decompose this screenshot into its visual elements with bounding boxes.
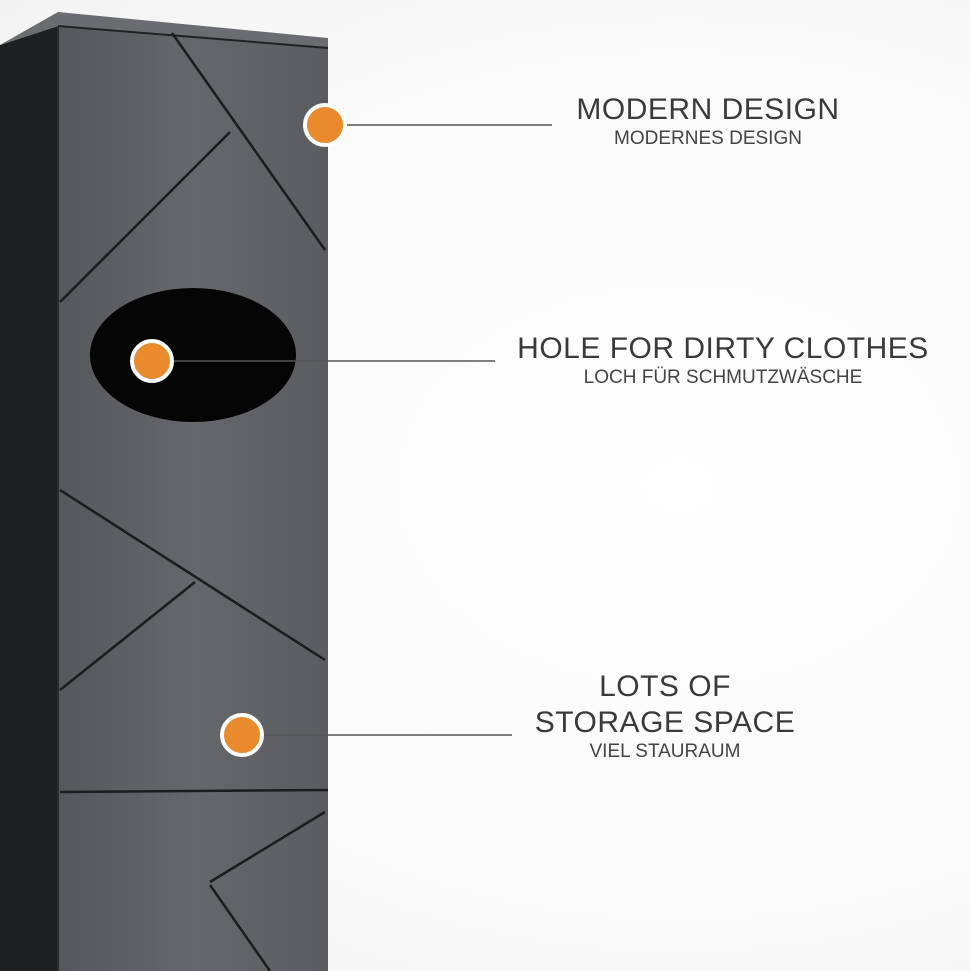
laundry-hole <box>90 288 296 422</box>
callout-title-line1: LOTS OF <box>599 670 731 703</box>
cabinet-top <box>0 12 328 48</box>
callout-title: HOLE FOR DIRTY CLOTHES <box>517 332 929 365</box>
callout-subtitle: LOCH FÜR SCHMUTZWÄSCHE <box>583 367 863 388</box>
callout-dot-modern-design <box>303 103 347 147</box>
door-grooves <box>59 32 329 971</box>
callout-hole: HOLE FOR DIRTY CLOTHES LOCH FÜR SCHMUTZW… <box>517 331 929 389</box>
callout-dot-hole <box>130 339 174 383</box>
callout-title-line2: STORAGE SPACE <box>534 706 796 739</box>
callout-subtitle: MODERNES DESIGN <box>614 128 802 149</box>
callout-subtitle: VIEL STAURAUM <box>589 741 741 762</box>
callout-modern-design: MODERN DESIGN MODERNES DESIGN <box>576 92 839 150</box>
cabinet-side <box>0 26 58 971</box>
callout-dot-storage <box>220 713 264 757</box>
callout-storage: LOTS OF STORAGE SPACE VIEL STAURAUM <box>535 669 795 763</box>
callout-title: MODERN DESIGN <box>576 93 840 126</box>
